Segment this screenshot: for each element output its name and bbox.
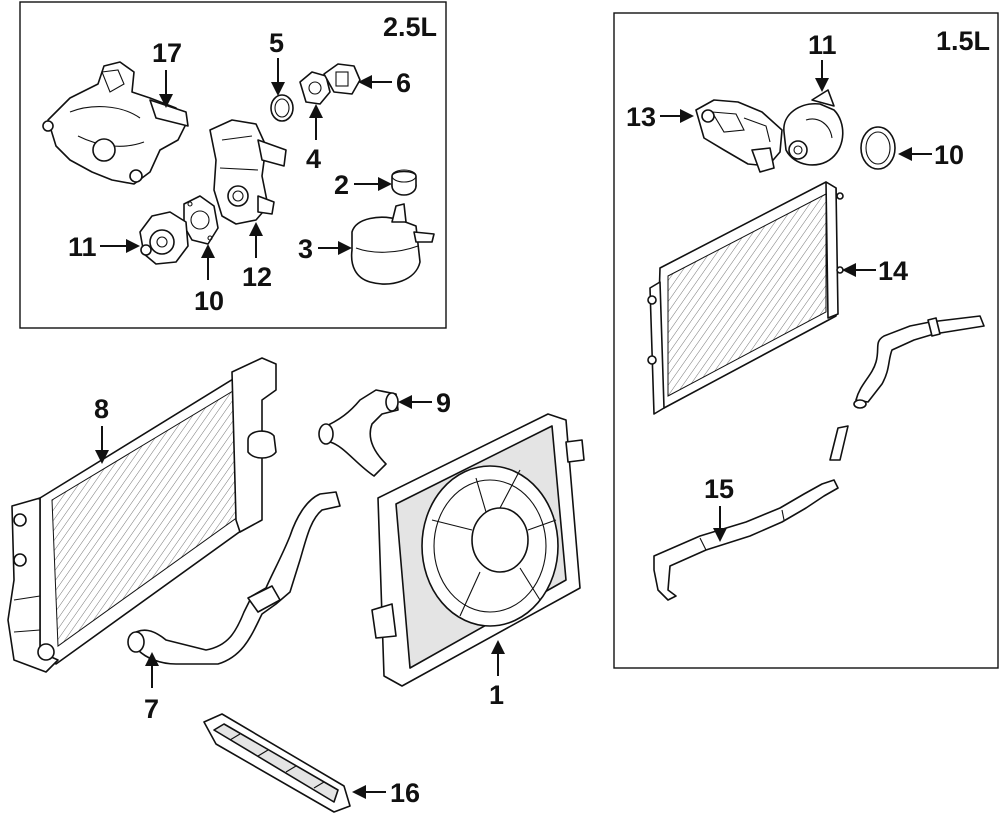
engine-label-2-5l: 2.5L: [383, 12, 437, 42]
part-7-lower-hose[interactable]: [127, 491, 341, 665]
inset-2-5l-engine: 2.5L: [19, 1, 447, 329]
callout-10-1-5l: 10: [934, 140, 964, 170]
part-14-condenser[interactable]: [647, 181, 844, 415]
callout-5: 5: [269, 28, 284, 58]
callouts: 17 5 6 4 2 3 11 10 12 11 13 10: [68, 28, 964, 808]
callout-1: 1: [489, 680, 504, 710]
callout-15: 15: [704, 474, 734, 504]
part-10-seal-1-5l[interactable]: [860, 126, 896, 170]
part-4-temperature-sensor[interactable]: [299, 71, 331, 105]
callout-8: 8: [94, 394, 109, 424]
part-6-connector[interactable]: [323, 63, 361, 95]
part-11-water-pump[interactable]: [139, 211, 189, 265]
part-15-lower-hose[interactable]: [653, 479, 839, 601]
callout-6: 6: [396, 68, 411, 98]
part-8-radiator[interactable]: [7, 357, 277, 673]
part-hose-upper-1-5l[interactable]: [829, 315, 985, 461]
callout-10-2-5l: 10: [194, 286, 224, 316]
callout-7: 7: [144, 694, 159, 724]
part-16-air-deflector[interactable]: [203, 713, 351, 813]
part-2-cap[interactable]: [391, 169, 417, 196]
engine-label-1-5l: 1.5L: [936, 26, 990, 56]
inset-2-5l-frame: [19, 1, 447, 329]
callout-9: 9: [436, 388, 451, 418]
inset-1-5l-engine: 1.5L: [613, 12, 999, 669]
callout-4: 4: [306, 144, 321, 174]
callout-14: 14: [878, 256, 908, 286]
inset-1-5l-frame: [613, 12, 999, 669]
part-10-gasket[interactable]: [183, 195, 219, 245]
callout-2: 2: [334, 170, 349, 200]
part-11-water-pump-1-5l[interactable]: [783, 89, 844, 166]
part-1-fan-shroud[interactable]: [371, 413, 585, 687]
callout-12: 12: [242, 262, 272, 292]
part-17-thermostat-housing[interactable]: [42, 61, 189, 185]
part-13-thermostat-housing[interactable]: [695, 99, 783, 173]
callout-17: 17: [152, 38, 182, 68]
callout-16: 16: [390, 778, 420, 808]
callout-13: 13: [626, 102, 656, 132]
part-5-o-ring[interactable]: [270, 94, 294, 122]
part-9-upper-hose[interactable]: [318, 389, 399, 477]
part-12-water-housing[interactable]: [209, 119, 287, 225]
part-3-coolant-reservoir[interactable]: [350, 203, 435, 285]
callout-3: 3: [298, 234, 313, 264]
callout-11-1-5l: 11: [808, 30, 837, 60]
callout-11-2-5l: 11: [68, 232, 97, 262]
